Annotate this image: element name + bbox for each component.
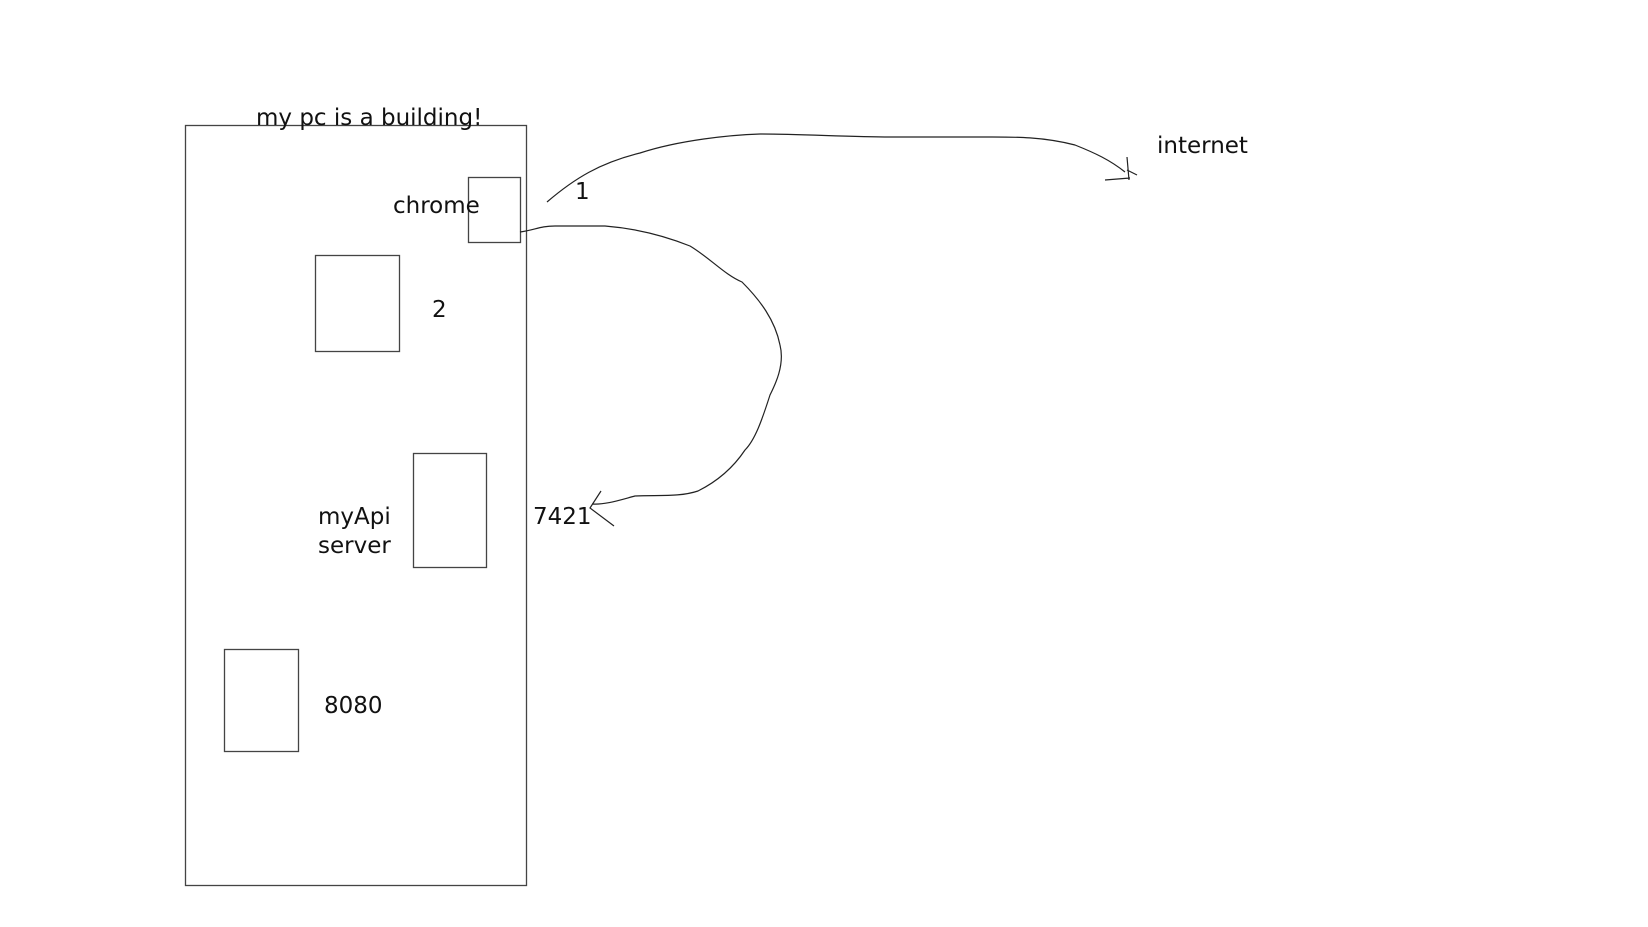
myapi-server-box: [412, 452, 488, 569]
chrome-box: [467, 176, 522, 244]
loopback-arrowhead: [589, 490, 615, 527]
pc-building-box: [184, 124, 528, 887]
port-8080-box: [223, 648, 300, 753]
port-7421-label: 7421: [533, 504, 592, 530]
loopback-arrow: [519, 225, 782, 505]
step-two-label: 2: [432, 297, 447, 323]
port-8080-label: 8080: [324, 693, 383, 719]
diagram-title: my pc is a building!: [256, 105, 483, 131]
internet-connection-arrow: [546, 133, 1126, 203]
myapi-label: myApi: [318, 504, 391, 530]
internet-arrowhead: [1104, 156, 1138, 181]
step-one-label: 1: [575, 179, 590, 205]
chrome-label: chrome: [393, 193, 480, 219]
internet-label: internet: [1157, 133, 1248, 159]
box-two: [314, 254, 401, 353]
server-label: server: [318, 533, 391, 559]
